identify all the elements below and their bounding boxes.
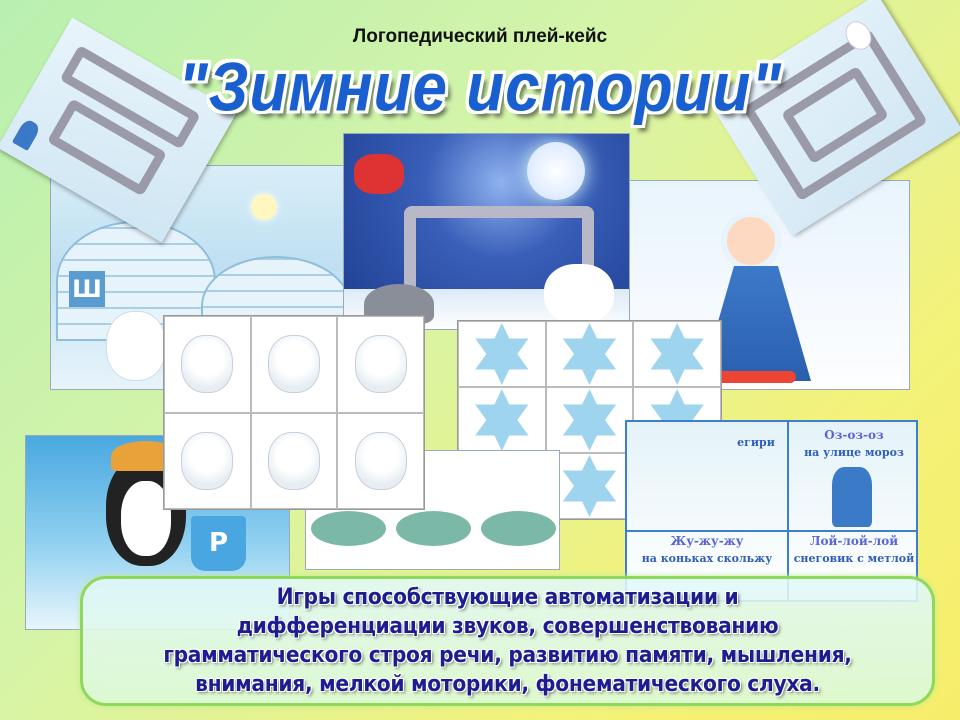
snowflake-card[interactable] bbox=[562, 389, 617, 451]
sun-icon bbox=[251, 194, 277, 220]
boots-icon bbox=[716, 371, 796, 383]
table-cell-title: Жу-жу-жу bbox=[670, 534, 744, 548]
table-cell-text: на улице мороз bbox=[804, 446, 904, 459]
santa-icon bbox=[354, 154, 404, 194]
face-icon bbox=[721, 211, 781, 271]
description-line: грамматического строя речи, развитию пам… bbox=[163, 642, 852, 668]
table-cell-title: Лой-лой-лой bbox=[809, 534, 899, 548]
slide-subtitle: Логопедический плей-кейс bbox=[352, 26, 608, 47]
description-line: Игры способствующие автоматизации и bbox=[276, 584, 739, 610]
snowflake-card[interactable] bbox=[475, 323, 529, 385]
table-cell-text: егири bbox=[737, 436, 775, 449]
polar-bears-icon bbox=[544, 264, 614, 324]
polar-bear-card[interactable] bbox=[267, 431, 320, 490]
polar-bear-icon bbox=[106, 311, 166, 381]
frozen-child-icon bbox=[832, 467, 872, 527]
fish-card[interactable] bbox=[481, 511, 556, 546]
slide-title: "Зимние истории" bbox=[178, 49, 782, 126]
snowflake-card[interactable] bbox=[650, 323, 704, 385]
moon-icon bbox=[527, 142, 585, 200]
bear-card-grid bbox=[163, 315, 425, 510]
snowflake-card[interactable] bbox=[562, 323, 617, 385]
bucket-letter-icon: Р bbox=[191, 516, 246, 571]
polar-bear-card[interactable] bbox=[354, 335, 407, 394]
table-cell-title: Оз-оз-оз bbox=[824, 428, 884, 442]
table-cell-text: на коньках скольжу bbox=[641, 552, 773, 565]
description-box: Игры способствующие автоматизации и дифф… bbox=[80, 576, 935, 706]
fish-card[interactable] bbox=[396, 511, 471, 546]
table-cell-text: снеговик с метлой bbox=[793, 552, 915, 565]
description-line: внимания, мелкой моторики, фонематическо… bbox=[195, 671, 820, 697]
night-maze-image bbox=[343, 133, 630, 330]
phrase-table-image: егири Оз-оз-оз на улице мороз Жу-жу-жу н… bbox=[625, 420, 918, 602]
description-line: дифференциации звуков, совершенствованию bbox=[236, 613, 779, 639]
snowflake-card[interactable] bbox=[562, 455, 617, 517]
polar-bear-card[interactable] bbox=[181, 335, 234, 394]
polar-bear-card[interactable] bbox=[181, 431, 234, 490]
snowflake-card[interactable] bbox=[475, 389, 529, 451]
polar-bear-card[interactable] bbox=[267, 335, 320, 394]
fish-card[interactable] bbox=[311, 511, 386, 546]
letter-card: Ш bbox=[69, 271, 105, 307]
polar-bear-card[interactable] bbox=[354, 431, 407, 490]
